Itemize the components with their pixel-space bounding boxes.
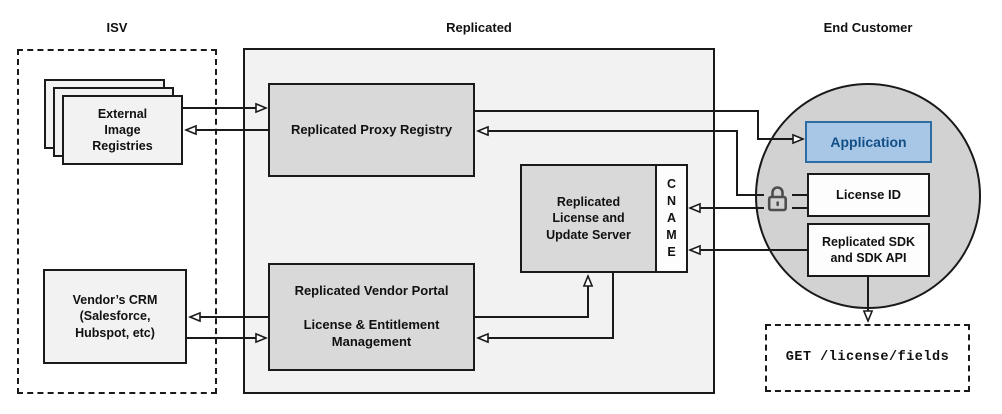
license-id-box: License ID xyxy=(807,173,930,217)
section-header-isv: ISV xyxy=(106,20,128,35)
section-header-end-customer: End Customer xyxy=(823,20,913,35)
replicated-sdk-box: Replicated SDK and SDK API xyxy=(807,223,930,277)
vendor-crm-box: Vendor’s CRM (Salesforce, Hubspot, etc) xyxy=(43,269,187,364)
proxy-registry-box: Replicated Proxy Registry xyxy=(268,83,475,177)
license-update-server-box: Replicated License and Update Server xyxy=(520,164,657,273)
unlock-icon xyxy=(764,182,792,213)
section-header-replicated: Replicated xyxy=(446,20,512,35)
isv-group-box xyxy=(17,49,217,394)
application-box: Application xyxy=(805,121,932,163)
vendor-portal-box: Replicated Vendor Portal License & Entit… xyxy=(268,263,475,371)
cname-box: C N A M E xyxy=(655,164,688,273)
external-image-registries-box: External Image Registries xyxy=(62,95,183,165)
get-license-fields-box: GET /license/fields xyxy=(765,324,970,392)
